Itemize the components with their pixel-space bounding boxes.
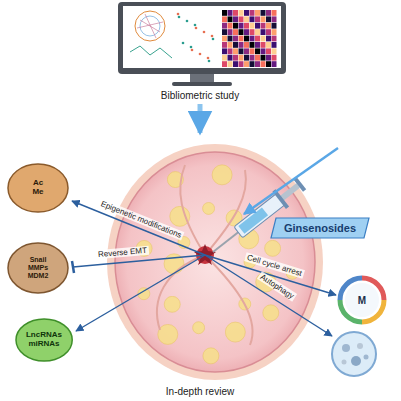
node-text: Ginsenosides [284, 222, 356, 234]
cell-cycle-circle: M [344, 282, 380, 318]
node-text: miRNAs [28, 340, 59, 349]
node-text: Me [32, 188, 43, 197]
autophagy-icon [332, 332, 376, 376]
flow-arrow [198, 104, 203, 133]
rna-circle: LncRNAsmiRNAs [15, 318, 73, 362]
epigenetic-cell: AcMe [7, 163, 69, 213]
ginsenoside-banner: Ginsenosides [270, 217, 370, 239]
injection-arrow [244, 148, 338, 214]
node-text: LncRNAs [26, 331, 62, 340]
node-text: Ac [33, 179, 43, 188]
monitor-icon [118, 2, 286, 86]
node-text: M [358, 295, 366, 306]
caption-label: Bibliometric study [159, 90, 241, 102]
cell-cycle-ring [340, 278, 384, 322]
node-text: Snail [30, 256, 47, 264]
node-text: MMPs [28, 264, 48, 272]
node-text: MDM2 [28, 272, 49, 280]
caption-label: In-depth review [164, 386, 236, 398]
emt-cell: SnailMMPsMDM2 [7, 242, 69, 294]
